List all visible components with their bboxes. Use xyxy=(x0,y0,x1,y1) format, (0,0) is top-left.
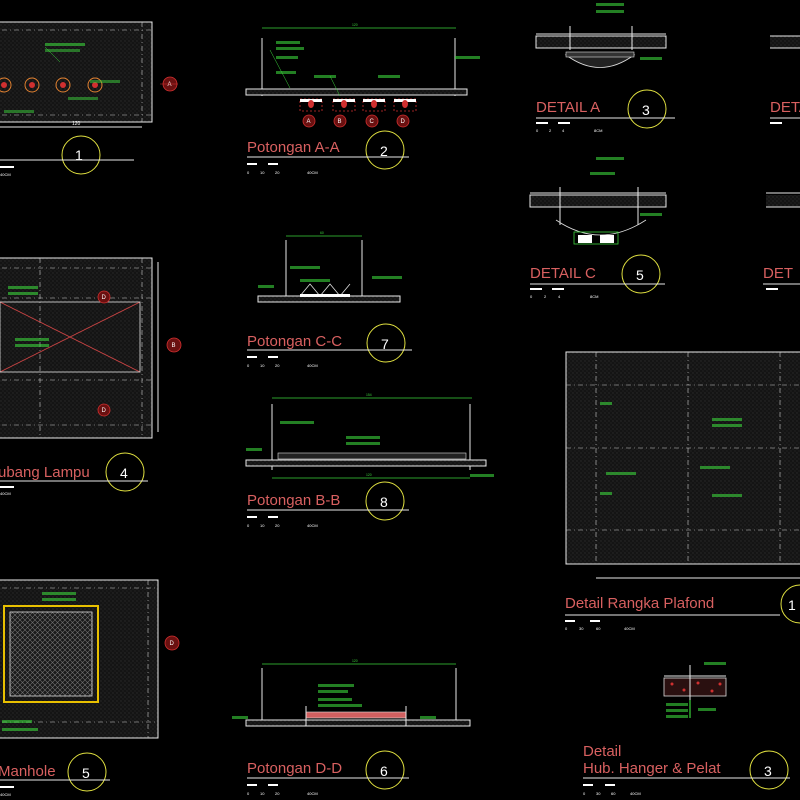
svg-text:40CM: 40CM xyxy=(0,172,11,177)
marker-c: C xyxy=(370,119,375,125)
drawing-4-lubang-lampu: D D B ubang Lampu 4 40CM xyxy=(0,257,182,496)
svg-text:40CM: 40CM xyxy=(630,791,641,796)
drawing-5-number: 5 xyxy=(636,267,644,283)
section-markers: A B C D xyxy=(302,114,410,128)
drawing-3-title: DETAIL A xyxy=(536,99,600,116)
svg-text:0: 0 xyxy=(565,626,568,631)
svg-text:D: D xyxy=(102,408,107,414)
drawing-7-number: 7 xyxy=(381,336,389,352)
svg-text:40CM: 40CM xyxy=(0,792,11,797)
svg-text:40CM: 40CM xyxy=(307,523,318,528)
svg-text:60: 60 xyxy=(611,791,616,796)
drawing-1-plan: 120 A 1 40CM xyxy=(0,21,178,177)
svg-text:30: 30 xyxy=(596,791,601,796)
drawing-manhole-title: Manhole xyxy=(0,763,56,780)
light-fixture-row xyxy=(0,77,103,93)
svg-text:154: 154 xyxy=(366,393,372,397)
svg-text:120: 120 xyxy=(366,473,372,477)
svg-text:0: 0 xyxy=(247,523,250,528)
svg-text:60: 60 xyxy=(320,231,324,235)
marker-a: A xyxy=(307,119,311,125)
drawing-6-number: 6 xyxy=(380,763,388,779)
drawing-hanger-title-2: Hub. Hanger & Pelat xyxy=(583,760,721,777)
drawing-hanger-number: 3 xyxy=(764,763,772,779)
drawing-rangka-title: Detail Rangka Plafond xyxy=(565,595,714,612)
svg-text:40CM: 40CM xyxy=(0,491,11,496)
drawing-2-potongan-a-a: 120 A B C D xyxy=(245,23,480,175)
drawing-5-manhole: D Manhole 5 40CM xyxy=(0,579,180,797)
drawing-7-potongan-c-c: 60 Potongan C-C 7 0 10 20 40CM xyxy=(247,231,412,368)
drawing-4-number: 4 xyxy=(120,465,128,481)
drawing-detail-rangka-plafond: Detail Rangka Plafond 1 0 30 60 40CM xyxy=(565,351,800,631)
drawing-detail-b-partial: DETAIL xyxy=(770,35,800,124)
drawing-2-number: 2 xyxy=(380,143,388,159)
drawing-3-number: 3 xyxy=(642,102,650,118)
svg-text:20: 20 xyxy=(275,363,280,368)
drawing-3-detail-a: DETAIL A 3 0 2 4 8CM xyxy=(535,3,675,133)
drawing-6-potongan-d-d: 120 Potongan D-D 6 0 10 20 40CM xyxy=(232,659,471,796)
drawing-det-partial: DET xyxy=(763,192,800,290)
drawing-1-number: 1 xyxy=(75,147,83,163)
svg-text:40CM: 40CM xyxy=(624,626,635,631)
drawing-2-title: Potongan A-A xyxy=(247,139,340,156)
svg-text:40CM: 40CM xyxy=(307,363,318,368)
svg-text:4: 4 xyxy=(558,294,561,299)
svg-text:0: 0 xyxy=(247,363,250,368)
section-marker-rail xyxy=(299,98,417,112)
svg-text:120: 120 xyxy=(352,659,358,663)
svg-text:8CM: 8CM xyxy=(590,294,598,299)
drawing-6-title: Potongan D-D xyxy=(247,760,342,777)
svg-text:D: D xyxy=(102,295,107,301)
drawing-partial-title: DETAIL xyxy=(770,99,800,116)
drawing-manhole-number: 5 xyxy=(82,765,90,781)
svg-text:60: 60 xyxy=(596,626,601,631)
svg-text:10: 10 xyxy=(260,523,265,528)
drawing-8-potongan-b-b: 154 120 Potongan B-B 8 0 10 20 40CM xyxy=(245,393,494,528)
svg-text:10: 10 xyxy=(260,170,265,175)
svg-text:40CM: 40CM xyxy=(307,170,318,175)
drawing-hanger-title-1: Detail xyxy=(583,743,621,760)
svg-text:0: 0 xyxy=(536,128,539,133)
svg-text:20: 20 xyxy=(275,791,280,796)
svg-text:10: 10 xyxy=(260,791,265,796)
svg-text:120: 120 xyxy=(352,23,358,27)
drawing-4-title: ubang Lampu xyxy=(0,464,90,481)
drawing-detail-hanger-pelat: Detail Hub. Hanger & Pelat 3 0 30 60 40C… xyxy=(583,662,790,796)
svg-text:30: 30 xyxy=(579,626,584,631)
svg-text:2: 2 xyxy=(549,128,552,133)
drawing-det-title: DET xyxy=(763,265,793,282)
svg-text:10: 10 xyxy=(260,363,265,368)
svg-text:4: 4 xyxy=(562,128,565,133)
svg-text:2: 2 xyxy=(544,294,547,299)
svg-text:B: B xyxy=(172,343,176,349)
marker-b: B xyxy=(338,119,342,125)
marker-a-label: A xyxy=(168,82,172,88)
svg-text:0: 0 xyxy=(247,791,250,796)
drawing-5-detail-c: DETAIL C 5 0 2 4 8CM xyxy=(529,157,667,299)
drawing-8-number: 8 xyxy=(380,494,388,510)
svg-text:120: 120 xyxy=(72,121,81,127)
drawing-rangka-number: 1 xyxy=(788,597,796,613)
svg-text:0: 0 xyxy=(530,294,533,299)
svg-text:D: D xyxy=(170,641,175,647)
svg-text:20: 20 xyxy=(275,523,280,528)
drawing-7-title: Potongan C-C xyxy=(247,333,342,350)
svg-text:0: 0 xyxy=(247,170,250,175)
marker-d: D xyxy=(401,119,406,125)
drawing-5-title: DETAIL C xyxy=(530,265,596,282)
svg-text:8CM: 8CM xyxy=(594,128,602,133)
svg-text:0: 0 xyxy=(583,791,586,796)
svg-text:40CM: 40CM xyxy=(307,791,318,796)
svg-text:20: 20 xyxy=(275,170,280,175)
drawing-8-title: Potongan B-B xyxy=(247,492,340,509)
